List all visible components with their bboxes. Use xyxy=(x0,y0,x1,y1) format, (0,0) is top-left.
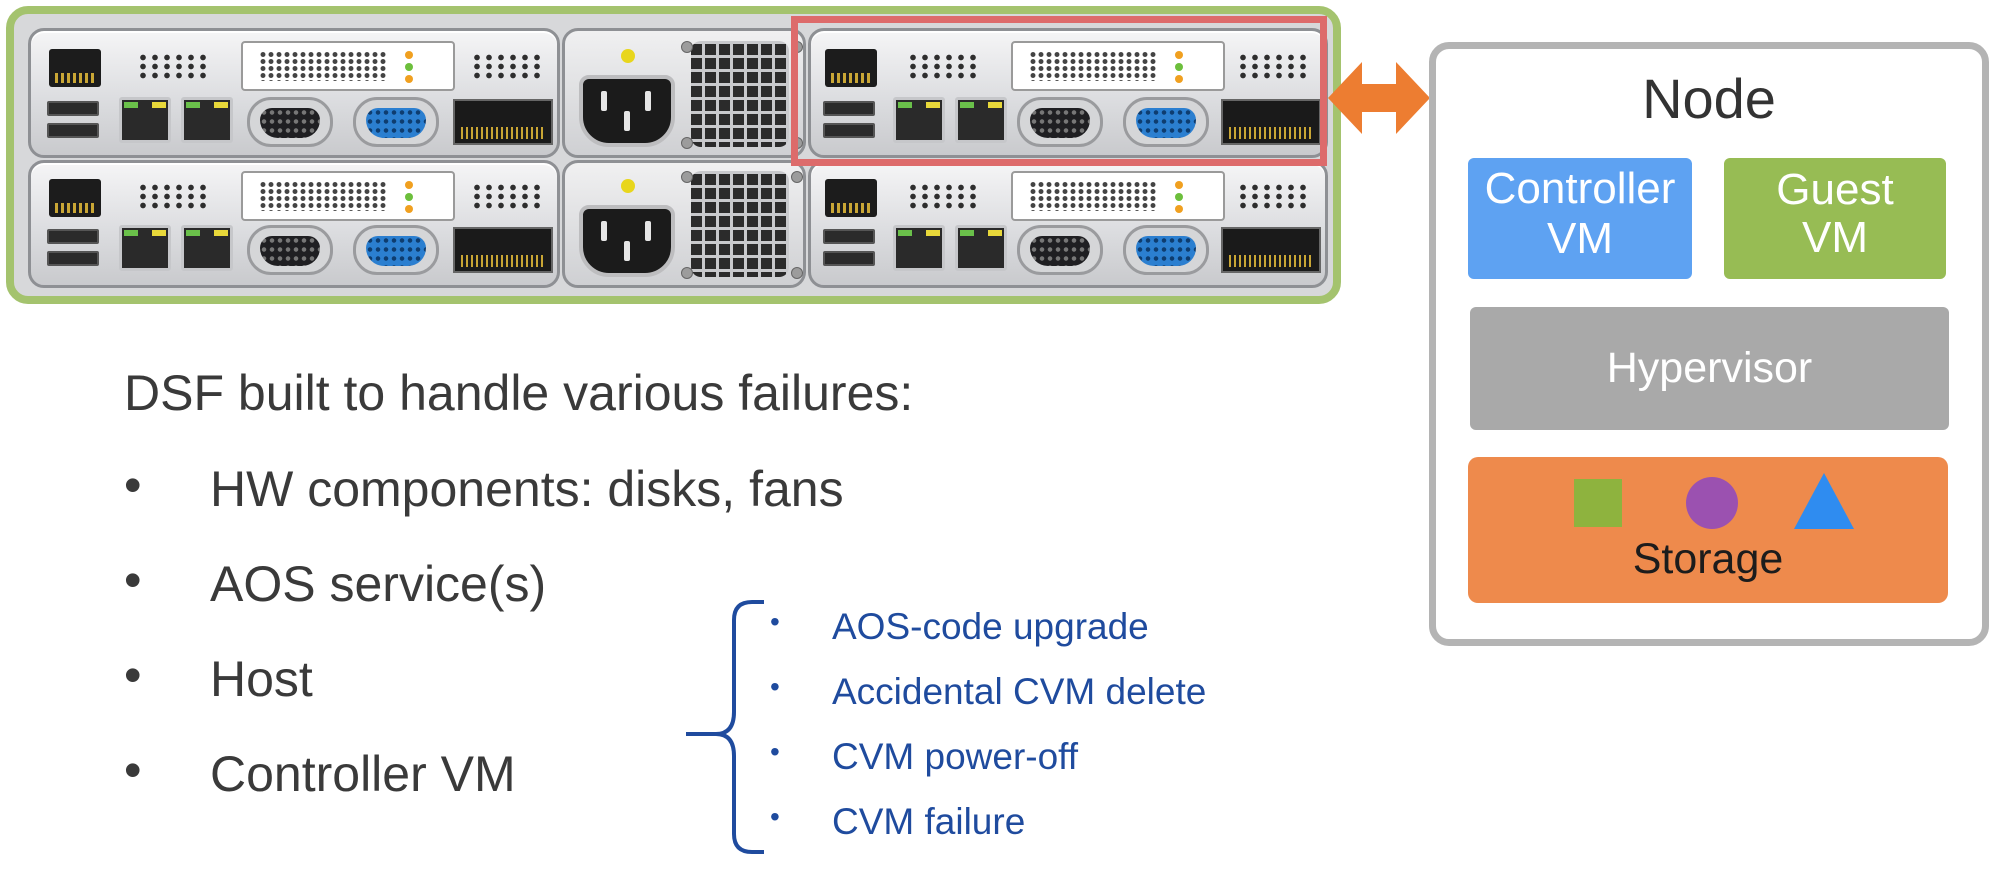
node-title: Node xyxy=(1642,67,1776,130)
intro-text: DSF built to handle various failures: xyxy=(124,365,914,421)
triangle-shape xyxy=(1794,473,1854,529)
controller-vm-tile: Controller VM xyxy=(1468,158,1692,279)
bullet-dot: • xyxy=(124,457,142,513)
storage-tile: Storage xyxy=(1468,457,1948,603)
node-sled-bottom-right xyxy=(808,160,1328,288)
circle-shape xyxy=(1686,477,1738,529)
bullet-dot: • xyxy=(124,742,142,798)
sub-bullet-text: Accidental CVM delete xyxy=(832,671,1207,712)
bullet-dot: • xyxy=(770,606,780,637)
bullet-dot: • xyxy=(124,552,142,608)
power-supply-top xyxy=(562,28,806,158)
bullet-text: AOS service(s) xyxy=(210,556,547,612)
bullet-dot: • xyxy=(770,736,780,767)
bullet-text: Host xyxy=(210,651,313,707)
square-shape xyxy=(1574,479,1622,527)
bullet-text: HW components: disks, fans xyxy=(210,461,844,517)
bullet-dot: • xyxy=(770,671,780,702)
node-sled-top-left xyxy=(28,28,560,158)
power-supply-bottom xyxy=(562,160,806,288)
sub-bullet-text: AOS-code upgrade xyxy=(832,606,1149,647)
double-arrow-icon xyxy=(1328,62,1430,134)
bullet-dot: • xyxy=(770,801,780,832)
node-sled-bottom-left xyxy=(28,160,560,288)
sub-bullet-text: CVM failure xyxy=(832,801,1026,842)
server-chassis xyxy=(6,6,1341,304)
sub-bullet-text: CVM power-off xyxy=(832,736,1079,777)
node-sled-top-right xyxy=(808,28,1328,158)
curly-brace-icon xyxy=(686,600,764,854)
guest-vm-label-line2: VM xyxy=(1802,213,1868,262)
storage-label: Storage xyxy=(1632,535,1784,583)
node-highlight-frame xyxy=(791,16,1327,166)
controller-vm-label-line2: VM xyxy=(1547,214,1613,263)
guest-vm-label-line1: Guest xyxy=(1776,165,1894,214)
guest-vm-tile: Guest VM xyxy=(1724,158,1946,279)
bullet-text: Controller VM xyxy=(210,746,516,802)
bullet-dot: • xyxy=(124,647,142,703)
controller-vm-label-line1: Controller xyxy=(1484,164,1676,213)
hypervisor-tile: Hypervisor xyxy=(1470,307,1949,430)
